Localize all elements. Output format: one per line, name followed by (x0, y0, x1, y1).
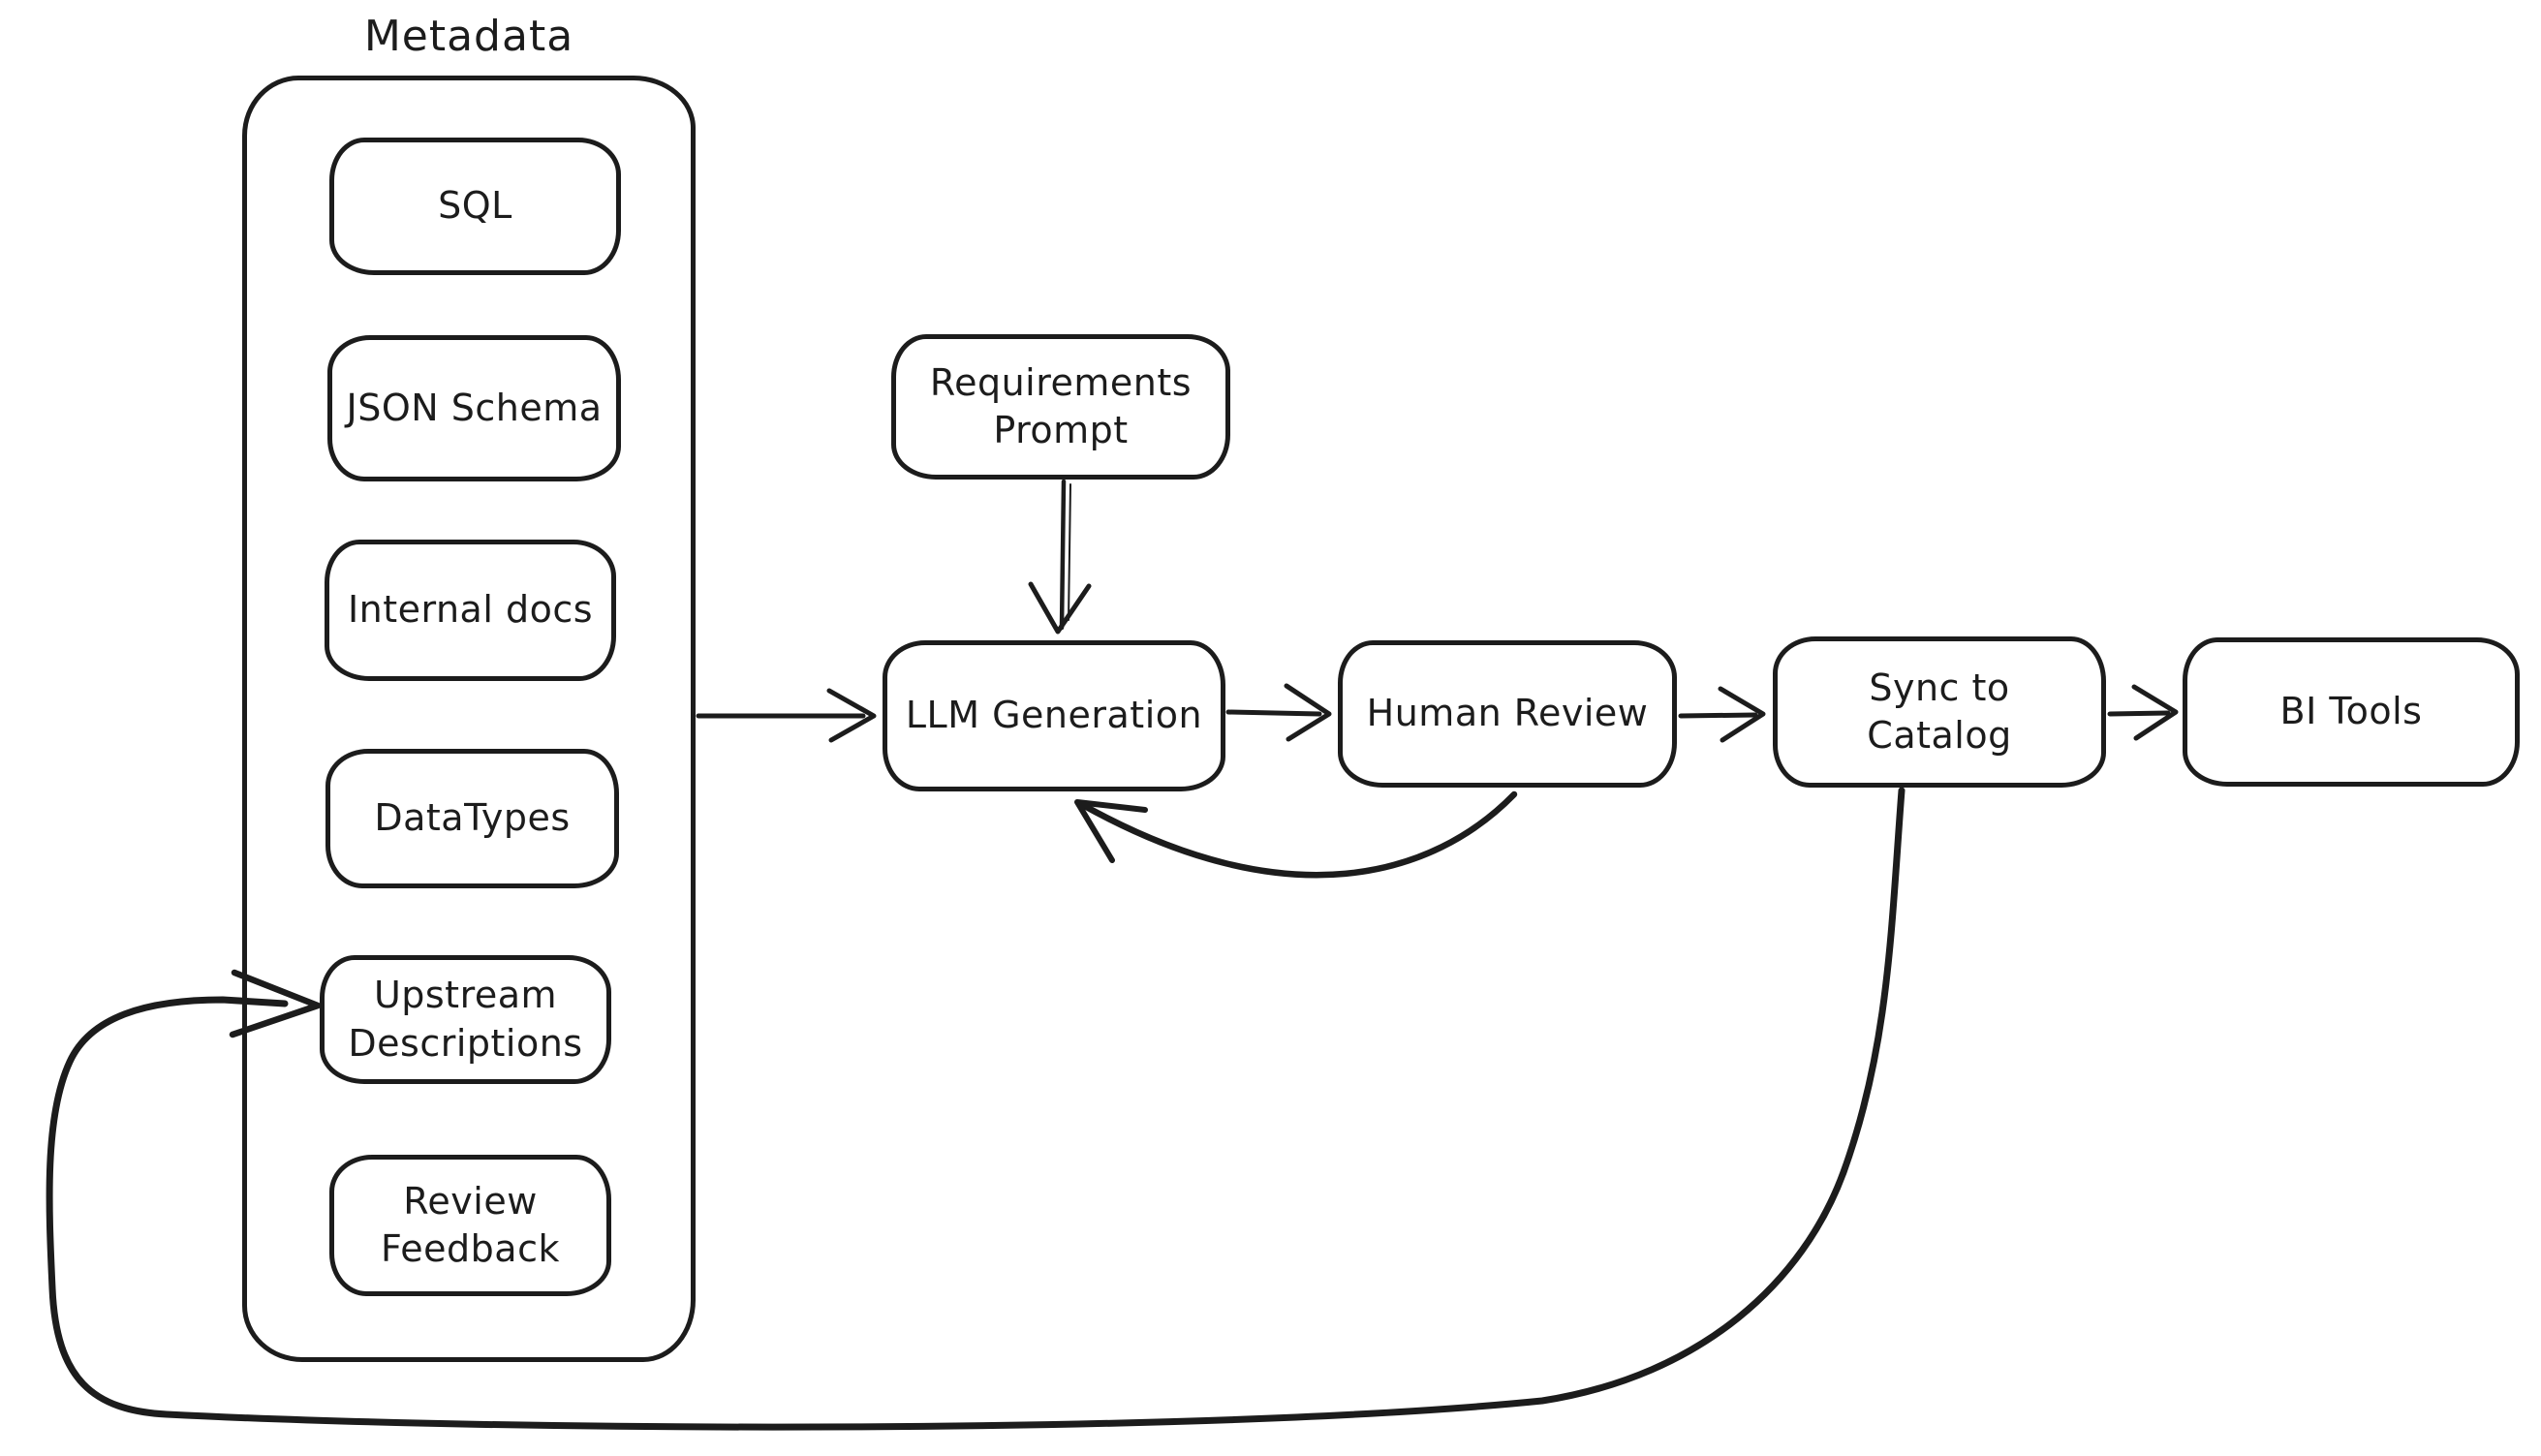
node-json-schema: JSON Schema (327, 335, 621, 481)
edge-llm-generation-to-human-review (1225, 709, 1322, 717)
arrowhead-llm-generation-to-human-review (1284, 683, 1332, 742)
node-requirements-prompt: Requirements Prompt (891, 334, 1230, 480)
edge-sync-to-catalog-to-bi-tools (2107, 710, 2171, 717)
arrowhead-human-review-to-sync-to-catalog (1718, 686, 1766, 743)
node-review-feedback: Review Feedback (329, 1155, 611, 1296)
edge-requirements-prompt-to-llm-generation (1059, 479, 1067, 631)
metadata-group-container (242, 76, 696, 1362)
node-upstream-descriptions: Upstream Descriptions (320, 955, 611, 1084)
arrowhead-sync-to-catalog-to-bi-tools (2131, 684, 2179, 741)
edge-human-review-to-sync-to-catalog (1678, 712, 1758, 719)
edge-human-review-to-llm-generation (1077, 790, 1518, 879)
node-bi-tools: BI Tools (2183, 637, 2520, 787)
arrowhead-requirements-prompt-to-llm-generation (1028, 581, 1092, 635)
arrowhead-human-review-to-llm-generation (1074, 799, 1148, 863)
metadata-group-title: Metadata (363, 12, 574, 61)
node-sql: SQL (329, 138, 621, 275)
node-datatypes: DataTypes (325, 749, 619, 888)
arrowhead-metadata-to-llm-generation (826, 688, 877, 743)
node-internal-docs: Internal docs (325, 540, 616, 681)
node-llm-generation: LLM Generation (883, 640, 1225, 791)
node-sync-to-catalog: Sync to Catalog (1773, 636, 2106, 788)
node-human-review: Human Review (1338, 640, 1677, 788)
edge-requirements-prompt-to-llm-generation-rough (1068, 483, 1071, 621)
